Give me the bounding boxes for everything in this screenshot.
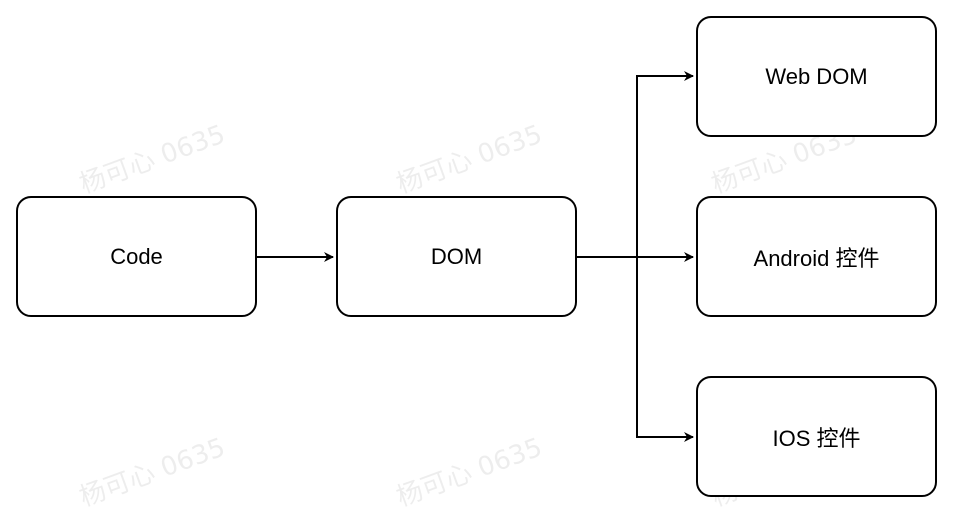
node-ios-controls[interactable]: IOS 控件 xyxy=(696,376,937,497)
node-web-dom-label: Web DOM xyxy=(765,63,868,89)
node-android-controls[interactable]: Android 控件 xyxy=(696,196,937,317)
node-dom-label: DOM xyxy=(430,243,483,269)
node-web-dom[interactable]: Web DOM xyxy=(696,16,937,137)
node-dom[interactable]: DOM xyxy=(336,196,577,317)
arrow-dom-to-ios xyxy=(577,256,694,442)
node-android-controls-label: Android 控件 xyxy=(753,245,880,271)
node-code-label: Code xyxy=(110,243,163,269)
arrow-dom-to-web-dom xyxy=(577,71,694,258)
node-code[interactable]: Code xyxy=(16,196,257,317)
node-ios-controls-label: IOS 控件 xyxy=(772,425,861,451)
